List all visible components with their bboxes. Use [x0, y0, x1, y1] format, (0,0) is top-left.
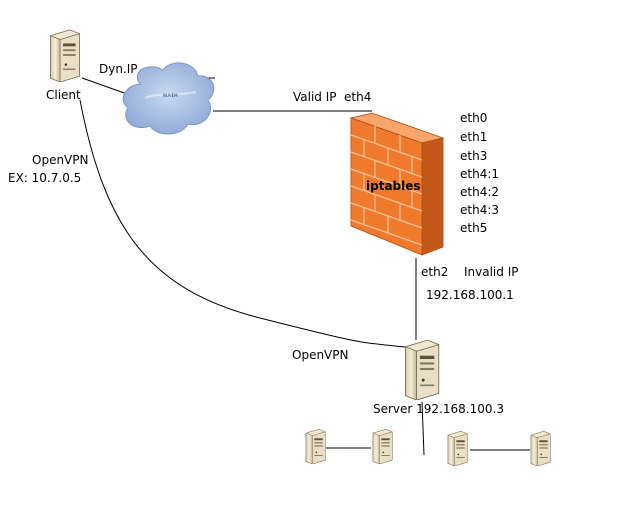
dyn-ip-label: Dyn.IP	[99, 62, 138, 76]
client-to-cloud-link	[81, 77, 131, 96]
interface-item: eth5	[460, 221, 487, 235]
openvpn-tunnel-link	[79, 99, 406, 348]
firewall-icon	[349, 112, 445, 256]
firewall-label: iptables	[366, 179, 421, 193]
connection-lines	[79, 77, 530, 456]
lan-host-icon	[447, 430, 468, 466]
internet-cloud-icon: NUVEM	[122, 62, 215, 135]
lan-iface-label: eth2	[421, 265, 448, 279]
server-drop-link	[421, 401, 425, 456]
interface-list: eth0 eth1 eth3 eth4:1 eth4:2 eth4:3 eth5	[460, 111, 499, 235]
invalid-ip-label: Invalid IP	[464, 265, 518, 279]
interface-item: eth3	[460, 149, 487, 163]
openvpn-client-ip-label: EX: 10.7.0.5	[8, 171, 81, 185]
openvpn-server-label: OpenVPN	[292, 348, 348, 362]
client-label: Client	[46, 88, 81, 102]
openvpn-client-label: OpenVPN	[32, 153, 88, 167]
vpn-server-icon	[404, 339, 440, 400]
cloud-text: NUVEM	[163, 93, 178, 98]
interface-item: eth4:2	[460, 185, 499, 199]
interface-item: eth1	[460, 130, 487, 144]
lan-host-icon	[530, 430, 551, 466]
interface-item: eth4:1	[460, 167, 499, 181]
interface-item: eth4:3	[460, 203, 499, 217]
interface-item: eth0	[460, 111, 487, 125]
lan-host-icon	[372, 428, 393, 464]
client-computer-icon	[49, 29, 80, 82]
valid-ip-label: Valid IP	[293, 90, 337, 104]
lan-ip-label: 192.168.100.1	[426, 288, 514, 302]
uplink-iface-label: eth4	[344, 90, 371, 104]
lan-host-icon	[305, 428, 326, 464]
server-label: Server 192.168.100.3	[373, 402, 504, 416]
